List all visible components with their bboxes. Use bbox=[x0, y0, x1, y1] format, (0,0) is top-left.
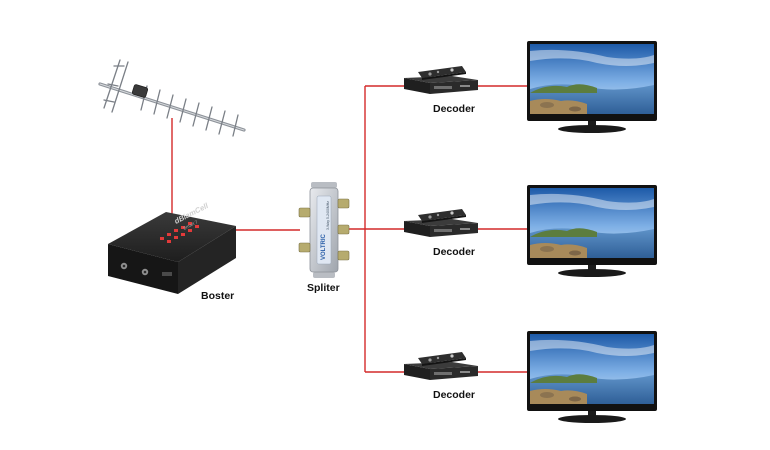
decoder-label-3: Decoder bbox=[433, 389, 476, 401]
3-way-splitter-icon: VOLTRIC 3-Way 5-2400MHz bbox=[298, 182, 350, 278]
booster-model-text: Smart 7 bbox=[182, 219, 199, 231]
decoder-label-2: Decoder bbox=[433, 246, 476, 258]
decoder-box-icon-1 bbox=[404, 66, 478, 94]
decoder-label-1: Decoder bbox=[433, 103, 476, 115]
signal-booster-icon: dBiamCell Smart 7 bbox=[108, 201, 236, 294]
flat-screen-tv-icon-3 bbox=[527, 331, 657, 423]
splitter-label: Spliter bbox=[307, 282, 340, 294]
cables bbox=[171, 85, 527, 373]
flat-screen-tv-icon-2 bbox=[527, 185, 657, 277]
decoder-box-icon-3 bbox=[404, 352, 478, 380]
booster-label: Boster bbox=[201, 290, 235, 302]
splitter-brand-logo: VOLTRIC bbox=[321, 233, 327, 260]
flat-screen-tv-icon-1 bbox=[527, 41, 657, 133]
splitter-side-text: 3-Way 5-2400MHz bbox=[326, 201, 330, 230]
yagi-antenna-icon bbox=[98, 59, 246, 137]
decoder-box-icon-2 bbox=[404, 209, 478, 237]
